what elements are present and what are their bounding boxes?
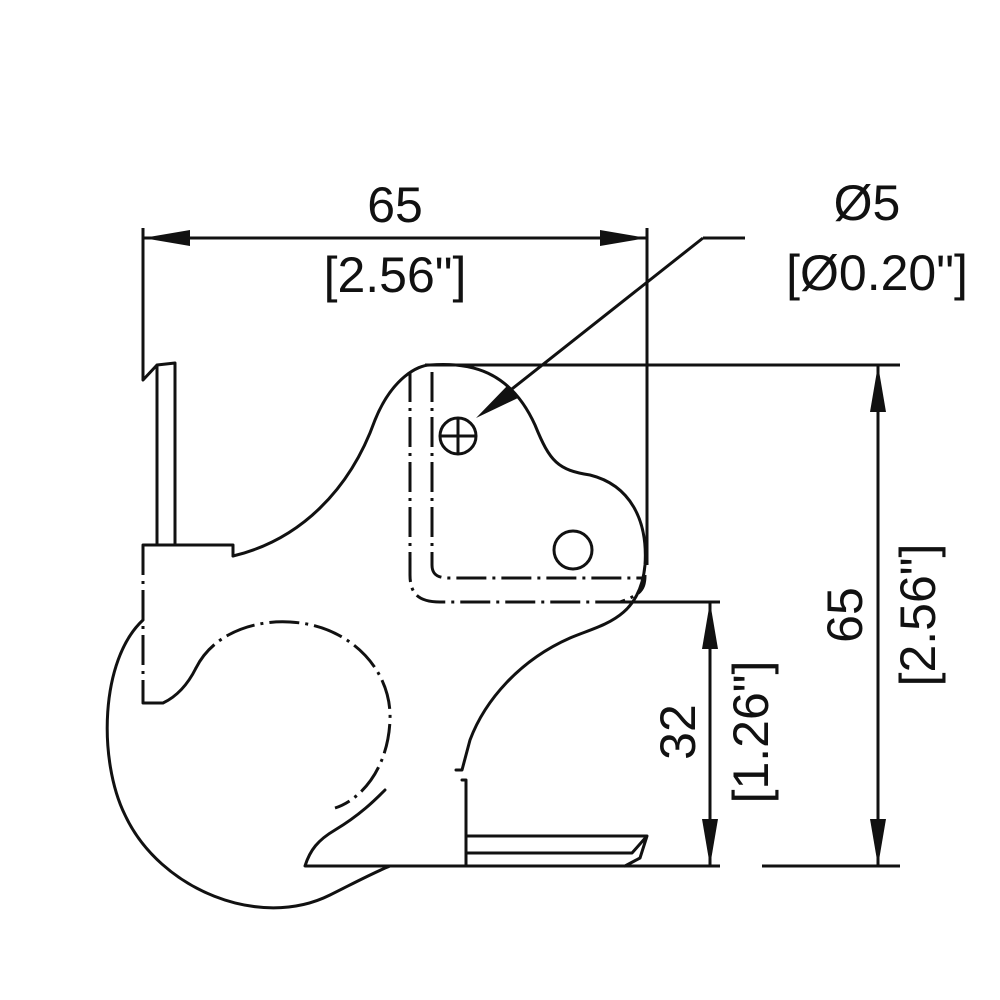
hidden-pocket-outer — [408, 372, 647, 604]
hole-leader-line — [497, 236, 704, 402]
height-imperial-label: [2.56"] — [890, 544, 946, 687]
hole-callout: Ø5 [Ø0.20"] — [476, 175, 968, 418]
body-contour-top — [231, 363, 647, 772]
offset-arrow-top — [702, 602, 718, 649]
width-arrow-left — [143, 230, 190, 246]
hole-imperial-label: [Ø0.20"] — [786, 245, 968, 301]
offset-dimension: 32 [1.26"] — [305, 600, 779, 868]
height-arrow-bottom — [870, 819, 886, 866]
hole-metric-label: Ø5 — [834, 175, 901, 231]
ball-foot — [105, 618, 392, 910]
hidden-lines — [141, 372, 647, 810]
height-dimension: 65 [2.56"] — [425, 363, 946, 868]
width-imperial-label: [2.56"] — [324, 247, 467, 303]
bottom-flange — [460, 778, 649, 868]
hole-leader-arrow — [476, 385, 518, 418]
offset-imperial-label: [1.26"] — [723, 661, 779, 804]
ball-cutout — [141, 666, 387, 868]
hidden-pocket-inner — [430, 372, 645, 580]
bracket-outline — [105, 361, 649, 910]
rivet-hole — [552, 529, 594, 571]
width-arrow-right — [600, 230, 647, 246]
offset-metric-label: 32 — [650, 704, 706, 760]
width-metric-label: 65 — [367, 177, 423, 233]
height-arrow-top — [870, 365, 886, 412]
holes — [438, 416, 594, 571]
left-flange — [141, 361, 235, 558]
height-metric-label: 65 — [817, 587, 873, 643]
width-dimension: 65 [2.56"] — [141, 177, 649, 565]
offset-arrow-bottom — [702, 819, 718, 866]
hidden-ball-circle — [194, 620, 392, 810]
